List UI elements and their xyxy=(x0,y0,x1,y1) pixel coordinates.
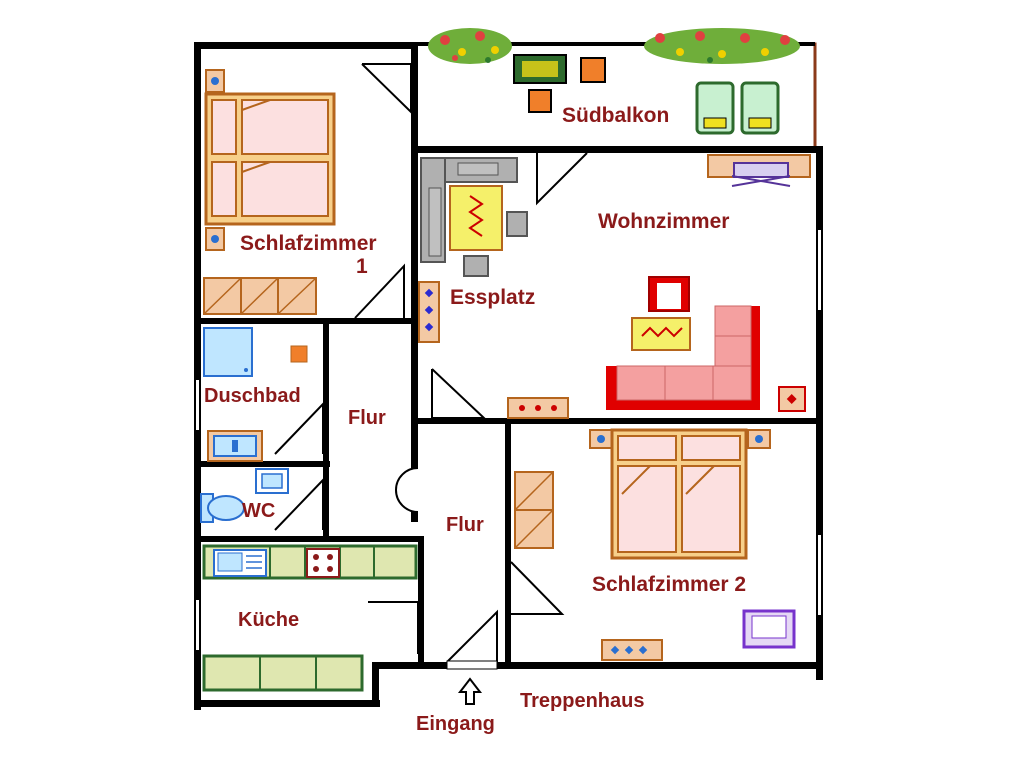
toilet xyxy=(200,493,245,523)
room-label-schlafzimmer-1-number: 1 xyxy=(356,255,368,278)
dining-chair xyxy=(506,211,528,237)
entrance: Eingang Treppenhaus xyxy=(416,660,644,735)
windows xyxy=(196,230,821,650)
room-kueche: Küche xyxy=(202,544,418,692)
room-flur-center: Flur xyxy=(446,514,484,536)
room-label-duschbad: Duschbad xyxy=(204,385,301,407)
arch-opening xyxy=(395,467,419,513)
door-living-lower xyxy=(431,368,487,419)
kitchen-sink xyxy=(213,549,267,577)
lounger-2 xyxy=(740,81,780,135)
armchair-red xyxy=(648,276,690,312)
walls xyxy=(194,42,823,710)
room-label-wohnzimmer: Wohnzimmer xyxy=(598,210,729,233)
double-bed xyxy=(204,92,336,226)
room-label-flur-left: Flur xyxy=(348,407,386,429)
wc-washbasin xyxy=(255,468,289,494)
armchair-purple xyxy=(742,609,796,649)
wardrobe-bedroom2 xyxy=(514,471,554,549)
doors xyxy=(274,63,588,663)
dining-table xyxy=(449,185,503,251)
door-wc xyxy=(274,477,324,531)
room-duschbad: Duschbad xyxy=(203,327,308,462)
coffee-table xyxy=(631,317,691,351)
door-bedroom1-lower xyxy=(354,263,405,319)
door-bedroom2 xyxy=(510,561,565,615)
room-schlafzimmer-2: Schlafzimmer 2 xyxy=(514,428,796,661)
balcony: Südbalkon xyxy=(413,28,817,150)
room-label-schlafzimmer-1: Schlafzimmer xyxy=(240,232,377,255)
wardrobe xyxy=(203,277,317,315)
room-label-schlafzimmer-2: Schlafzimmer 2 xyxy=(592,573,746,596)
door-bedroom1-top xyxy=(361,63,412,115)
room-wohnzimmer: Wohnzimmer Essplatz xyxy=(418,154,811,419)
side-table xyxy=(778,386,806,412)
door-eingang xyxy=(446,609,498,663)
balcony-chair-1 xyxy=(580,57,606,83)
kitchen-counter-bottom xyxy=(202,654,364,692)
room-wc: WC xyxy=(200,468,289,523)
shower-tray xyxy=(203,327,253,377)
room-flur-left: Flur xyxy=(348,407,386,429)
entrance-arrow-icon xyxy=(457,677,483,705)
bathroom-cabinet xyxy=(290,345,308,363)
room-label-essplatz: Essplatz xyxy=(450,286,535,309)
plant-box-right xyxy=(644,28,800,64)
low-cabinet xyxy=(507,397,569,419)
room-label-kueche: Küche xyxy=(238,609,299,631)
room-label-suedbalkon: Südbalkon xyxy=(562,104,669,127)
balcony-chair-2 xyxy=(528,89,552,113)
stove xyxy=(306,548,340,578)
dresser xyxy=(601,639,663,661)
corner-sofa xyxy=(606,305,760,410)
double-bed-2 xyxy=(610,428,748,560)
label-treppenhaus: Treppenhaus xyxy=(520,690,644,712)
corner-bench xyxy=(420,157,518,263)
door-duschbad xyxy=(274,401,324,455)
label-eingang: Eingang xyxy=(416,713,495,735)
washbasin xyxy=(207,430,263,462)
essplatz-sideboard xyxy=(418,281,440,343)
lounger-1 xyxy=(695,81,735,135)
door-living-top xyxy=(536,152,588,206)
room-label-wc: WC xyxy=(242,500,275,522)
dining-chair xyxy=(463,255,489,277)
room-label-flur-center: Flur xyxy=(446,514,484,536)
room-schlafzimmer-1: Schlafzimmer 1 xyxy=(203,69,377,315)
plant-box-left xyxy=(428,28,512,64)
door-kueche xyxy=(368,601,419,654)
tv-cabinet xyxy=(707,154,811,187)
